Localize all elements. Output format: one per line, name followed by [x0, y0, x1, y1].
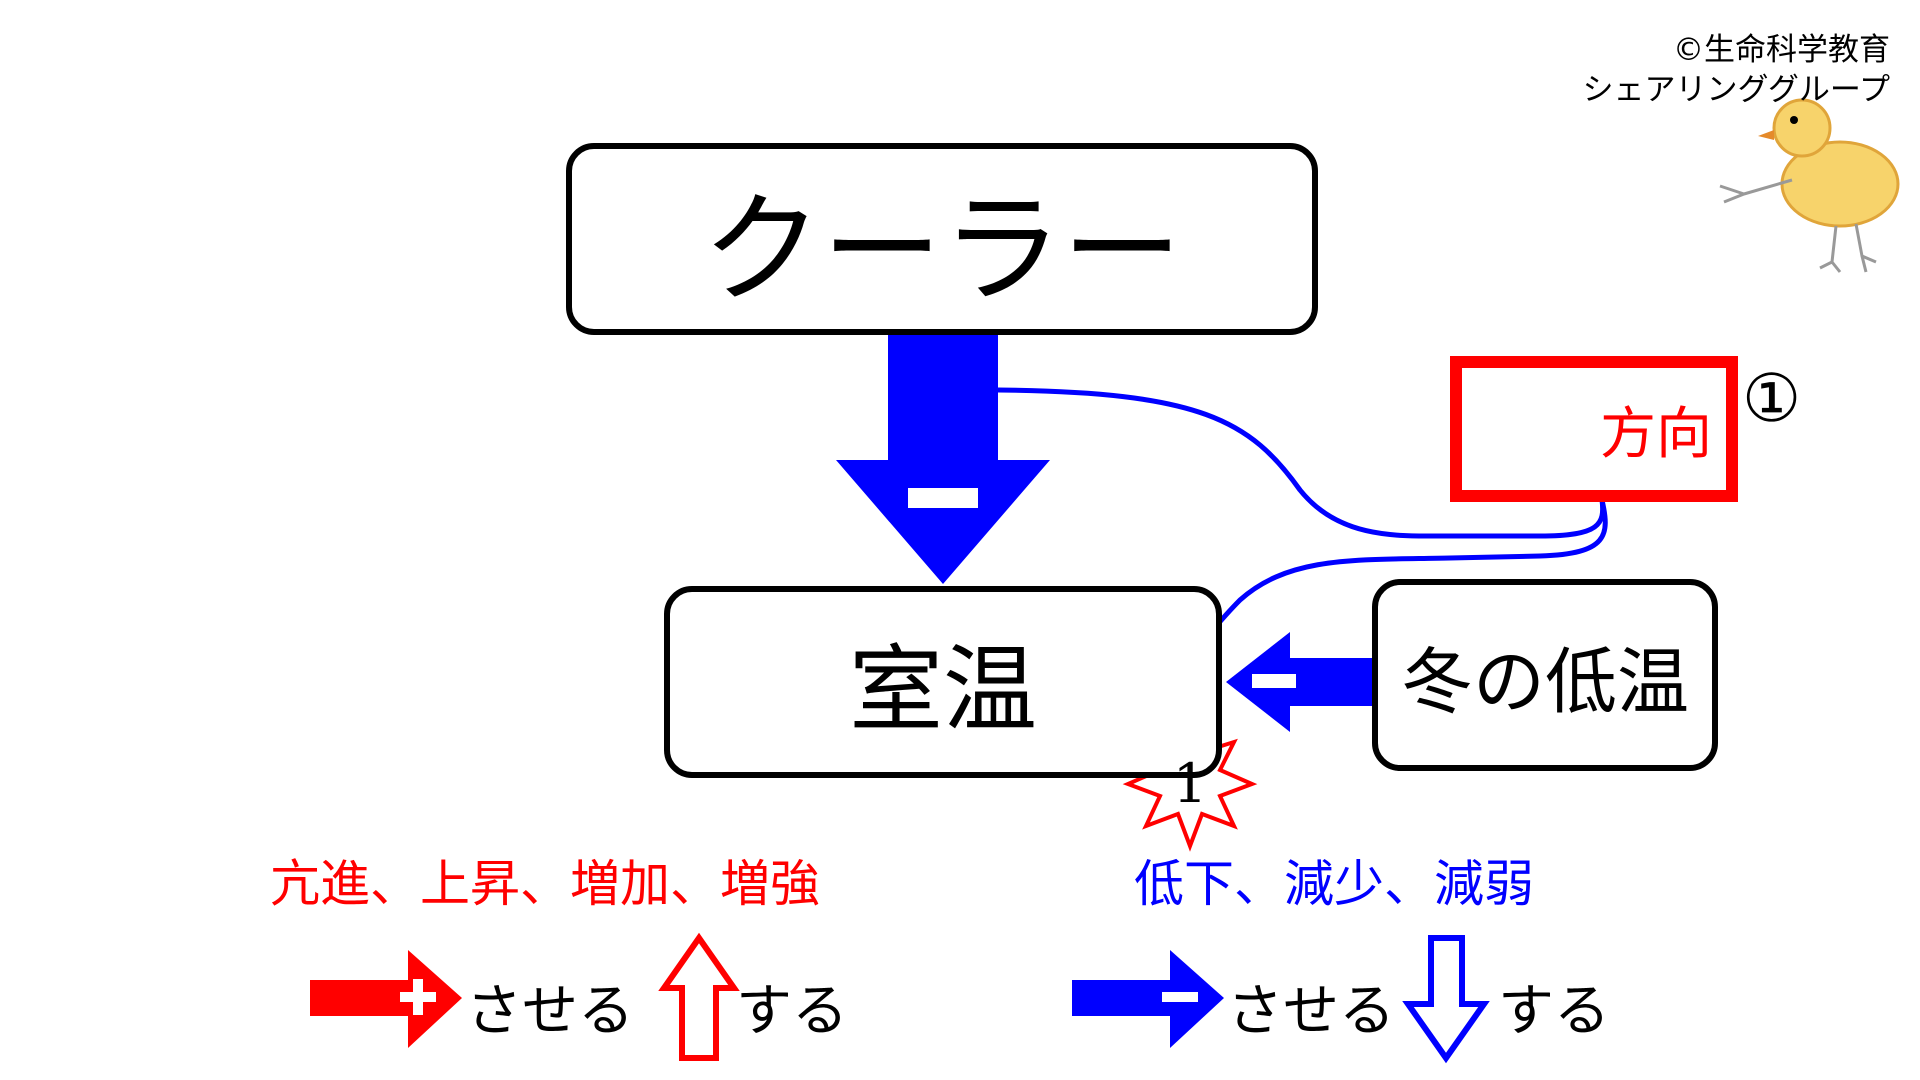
connector-line-cooler — [997, 387, 1606, 539]
legend-red-right-arrow — [310, 950, 462, 1048]
room-temperature-label: 室温 — [848, 636, 1037, 745]
legend-red-make-label: させる — [466, 979, 634, 1044]
cooler-arrow-minus-sign — [908, 488, 978, 508]
increase-caption: 亢進、上昇、増加、増強 — [270, 855, 820, 913]
direction-label: 方向 — [1600, 401, 1712, 467]
cooler-box: クーラー — [566, 143, 1318, 335]
chick-illustration — [1719, 98, 1900, 273]
decrease-caption: 低下、減少、減弱 — [1134, 855, 1534, 913]
cooler-label: クーラー — [702, 181, 1182, 320]
winter-to-room-arrow — [1226, 632, 1372, 732]
winter-low-temp-label: 冬の低温 — [1400, 639, 1689, 724]
legend-blue-down-arrow — [1402, 935, 1490, 1064]
legend-blue-do-label: する — [1498, 979, 1610, 1044]
legend-blue-make-label: させる — [1227, 979, 1395, 1044]
circled-number-marker: ① — [1742, 360, 1802, 437]
legend-red-do-label: する — [736, 979, 848, 1044]
copyright-line-2: シェアリンググループ — [1582, 72, 1890, 108]
legend-red-plus-v — [413, 979, 423, 1015]
legend-blue-minus — [1162, 992, 1198, 1002]
winter-low-temp-box: 冬の低温 — [1372, 579, 1718, 771]
starburst-number: 1 — [1172, 752, 1208, 815]
cooler-to-room-arrow — [836, 335, 1050, 584]
copyright-notice: ©生命科学教育 シェアリンググループ — [1582, 30, 1890, 110]
room-temperature-box: 室温 — [664, 586, 1222, 778]
legend-red-up-arrow — [658, 932, 740, 1061]
winter-arrow-minus-sign — [1252, 674, 1296, 688]
direction-box: 方向 — [1450, 356, 1738, 502]
legend-blue-right-arrow — [1072, 950, 1224, 1048]
copyright-line-1: ©生命科学教育 — [1673, 32, 1890, 68]
